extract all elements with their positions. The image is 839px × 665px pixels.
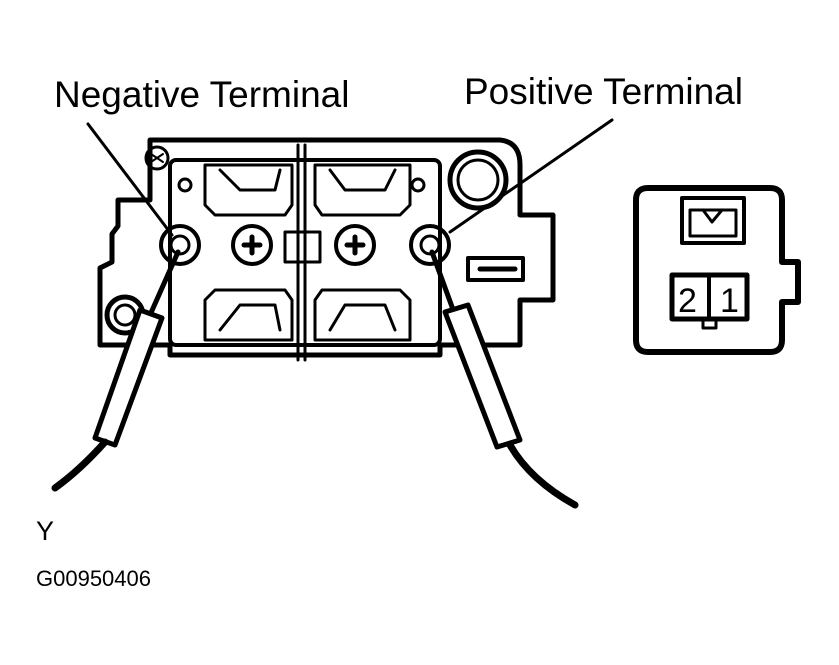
positive-probe [429, 249, 579, 509]
view-letter: Y [36, 516, 55, 546]
negative-leader-line [86, 122, 174, 237]
left-screw [231, 224, 273, 266]
positive-terminal [409, 224, 451, 266]
negative-terminal [159, 224, 201, 266]
connector-pin-1: 1 [720, 282, 739, 320]
positive-leader-line [448, 118, 614, 234]
connector-pin-2: 2 [678, 282, 697, 320]
right-screw [334, 224, 376, 266]
component-body [97, 137, 556, 362]
positive-terminal-label: Positive Terminal [464, 71, 743, 112]
figure-code: G00950406 [36, 566, 151, 591]
negative-terminal-label: Negative Terminal [54, 74, 350, 115]
negative-probe [51, 249, 181, 492]
connector-face [633, 185, 801, 355]
